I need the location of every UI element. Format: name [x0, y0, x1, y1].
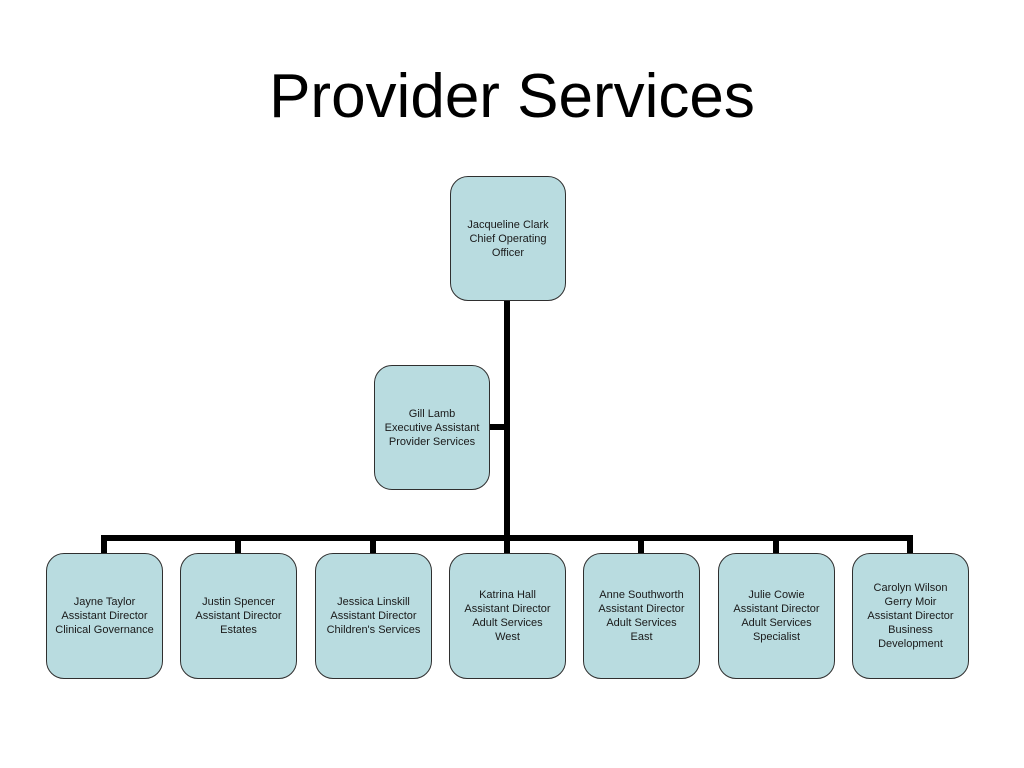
node-line: Carolyn Wilson — [873, 582, 948, 594]
org-node-clinical-governance: Jayne Taylor Assistant Director Clinical… — [46, 553, 163, 679]
node-line: Assistant Director — [598, 603, 685, 615]
org-node-executive-assistant: Gill Lamb Executive Assistant Provider S… — [374, 365, 490, 490]
node-line: Gerry Moir — [884, 596, 937, 608]
connector-root-to-bus — [504, 300, 510, 540]
node-line: Assistant Director — [195, 610, 282, 622]
node-line: Julie Cowie — [748, 589, 805, 601]
node-line: Executive Assistant — [384, 421, 480, 434]
node-line: Jayne Taylor — [73, 596, 136, 608]
connector-assistant-branch — [489, 424, 506, 430]
node-line: Jessica Linskill — [337, 596, 410, 608]
node-line: Adult Services — [472, 617, 543, 629]
node-line: Provider Services — [388, 435, 476, 448]
node-line: Adult Services — [606, 617, 677, 629]
node-line: Gill Lamb — [408, 407, 456, 420]
node-line: Specialist — [752, 631, 801, 643]
node-line: Assistant Director — [464, 603, 551, 615]
node-line: Development — [878, 638, 943, 650]
node-line: Business — [888, 624, 933, 636]
node-line: Jacqueline Clark — [467, 218, 549, 231]
org-node-childrens-services: Jessica Linskill Assistant Director Chil… — [315, 553, 432, 679]
node-line: Estates — [220, 624, 257, 636]
node-line: East — [630, 631, 653, 643]
slide-title: Provider Services — [269, 61, 755, 131]
node-line: Officer — [491, 246, 525, 259]
connector-stub-adult-services-west — [504, 538, 510, 555]
node-line: Assistant Director — [330, 610, 417, 622]
org-node-chief-operating-officer: Jacqueline Clark Chief Operating Officer — [450, 176, 566, 301]
node-line: Anne Southworth — [599, 589, 684, 601]
node-line: Assistant Director — [867, 610, 954, 622]
node-line: Assistant Director — [733, 603, 820, 615]
node-line: Justin Spencer — [202, 596, 275, 608]
org-node-adult-services-west: Katrina Hall Assistant Director Adult Se… — [449, 553, 566, 679]
org-node-estates: Justin Spencer Assistant Director Estate… — [180, 553, 297, 679]
org-node-adult-services-east: Anne Southworth Assistant Director Adult… — [583, 553, 700, 679]
node-line: West — [495, 631, 520, 643]
node-line: Katrina Hall — [479, 589, 536, 601]
connector-stub-clinical-governance — [101, 538, 107, 555]
org-node-adult-services-specialist: Julie Cowie Assistant Director Adult Ser… — [718, 553, 835, 679]
node-line: Children's Services — [326, 624, 421, 636]
connector-stub-estates — [235, 538, 241, 555]
connector-stub-adult-services-east — [638, 538, 644, 555]
node-line: Clinical Governance — [55, 624, 154, 636]
connector-stub-adult-services-specialist — [773, 538, 779, 555]
node-line: Assistant Director — [61, 610, 148, 622]
connector-stub-childrens-services — [370, 538, 376, 555]
node-line: Chief Operating — [469, 232, 547, 245]
org-node-business-development: Carolyn Wilson Gerry Moir Assistant Dire… — [852, 553, 969, 679]
node-line: Adult Services — [741, 617, 812, 629]
connector-stub-business-development — [907, 538, 913, 555]
